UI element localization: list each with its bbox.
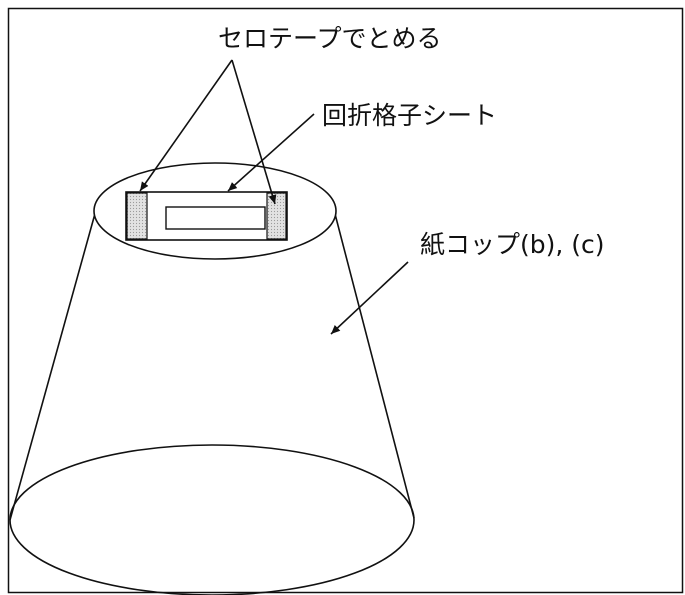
tape-arrow-right — [231, 59, 277, 205]
grating-sheet-label: 回折格子シート — [322, 101, 498, 130]
tape-arrow-left — [139, 59, 233, 192]
grating-arrow — [227, 113, 315, 192]
tape-left — [126, 192, 148, 240]
figure-frame — [7, 7, 684, 594]
cup-right-side — [333, 209, 415, 519]
arrows — [139, 59, 409, 335]
cup-bottom-rim — [9, 444, 415, 595]
cup-arrow — [330, 261, 409, 335]
tape-label: セロテープでとめる — [218, 24, 442, 53]
paper-cup-label: 紙コップ(b), (c) — [420, 230, 605, 259]
cup-left-side — [9, 209, 97, 521]
tape-right — [266, 192, 287, 240]
grating-window — [165, 206, 266, 230]
grating-sheet-assembly — [125, 191, 288, 241]
